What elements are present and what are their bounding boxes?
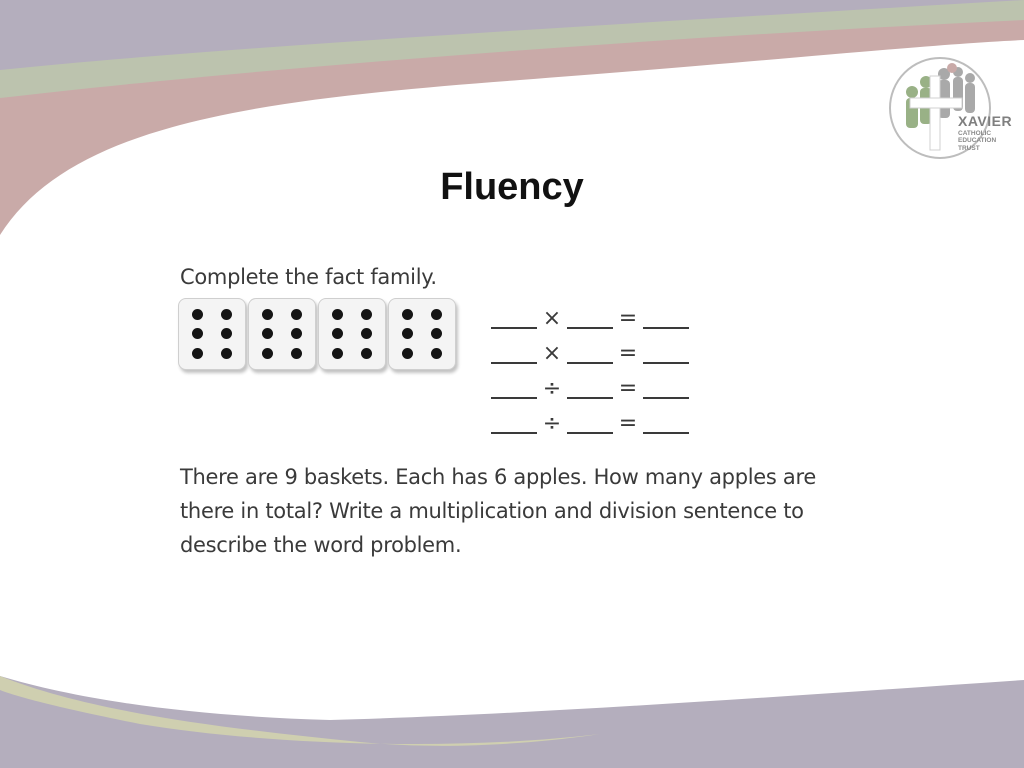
fact-family-equations: ×=×=÷=÷= [491,298,689,438]
answer-blank[interactable] [643,342,689,364]
die [318,298,386,370]
equals-symbol: = [618,341,638,366]
answer-blank[interactable] [643,307,689,329]
answer-blank[interactable] [491,412,537,434]
content-area [0,40,1024,720]
logo-name: XAVIER [958,113,1013,129]
die-pip [192,347,203,359]
answer-blank[interactable] [567,307,613,329]
die-pip [291,347,302,359]
answer-blank[interactable] [567,412,613,434]
die-pip [402,347,413,359]
die-pip [332,328,343,340]
equation-row: ×= [491,333,689,368]
die-pip [361,309,372,321]
operator-symbol: × [542,306,562,331]
die-pip [431,328,442,340]
equals-symbol: = [618,376,638,401]
logo-line-education: EDUCATION [958,137,997,145]
die-pip [361,347,372,359]
die-pip [402,309,413,321]
answer-blank[interactable] [567,377,613,399]
xavier-logo-icon [889,57,991,159]
die-pip [291,328,302,340]
equation-row: ×= [491,298,689,333]
operator-symbol: ÷ [542,411,562,436]
logo-text: XAVIER CATHOLIC EDUCATION TRUST [958,114,1012,152]
equals-symbol: = [618,306,638,331]
die-pip [291,309,302,321]
operator-symbol: ÷ [542,376,562,401]
die-pip [192,309,203,321]
equation-row: ÷= [491,368,689,403]
die-pip [402,328,413,340]
equals-symbol: = [618,411,638,436]
die-pip [262,347,273,359]
die-pip [262,328,273,340]
die-pip [431,309,442,321]
die-pip [192,328,203,340]
logo-line-catholic: CATHOLIC [958,130,992,137]
slide-title: Fluency [440,166,584,208]
die-pip [221,328,232,340]
die-pip [332,347,343,359]
operator-symbol: × [542,341,562,366]
answer-blank[interactable] [643,412,689,434]
die-pip [431,347,442,359]
word-problem: There are 9 baskets. Each has 6 apples. … [180,465,816,557]
equation-row: ÷= [491,403,689,438]
die [388,298,456,370]
die [248,298,316,370]
activity-heading: Complete the fact family. [180,265,437,289]
answer-blank[interactable] [567,342,613,364]
bottom-band-purple [0,676,1024,768]
die-pip [332,309,343,321]
dice-group [178,298,458,370]
answer-blank[interactable] [491,377,537,399]
logo-line-trust: TRUST [958,144,980,152]
answer-blank[interactable] [491,342,537,364]
die-pip [221,347,232,359]
logo-subtitle: CATHOLIC EDUCATION TRUST [958,130,1012,152]
answer-blank[interactable] [643,377,689,399]
die [178,298,246,370]
die-pip [361,328,372,340]
answer-blank[interactable] [491,307,537,329]
bottom-band-olive [0,676,600,746]
die-pip [221,309,232,321]
die-pip [262,309,273,321]
